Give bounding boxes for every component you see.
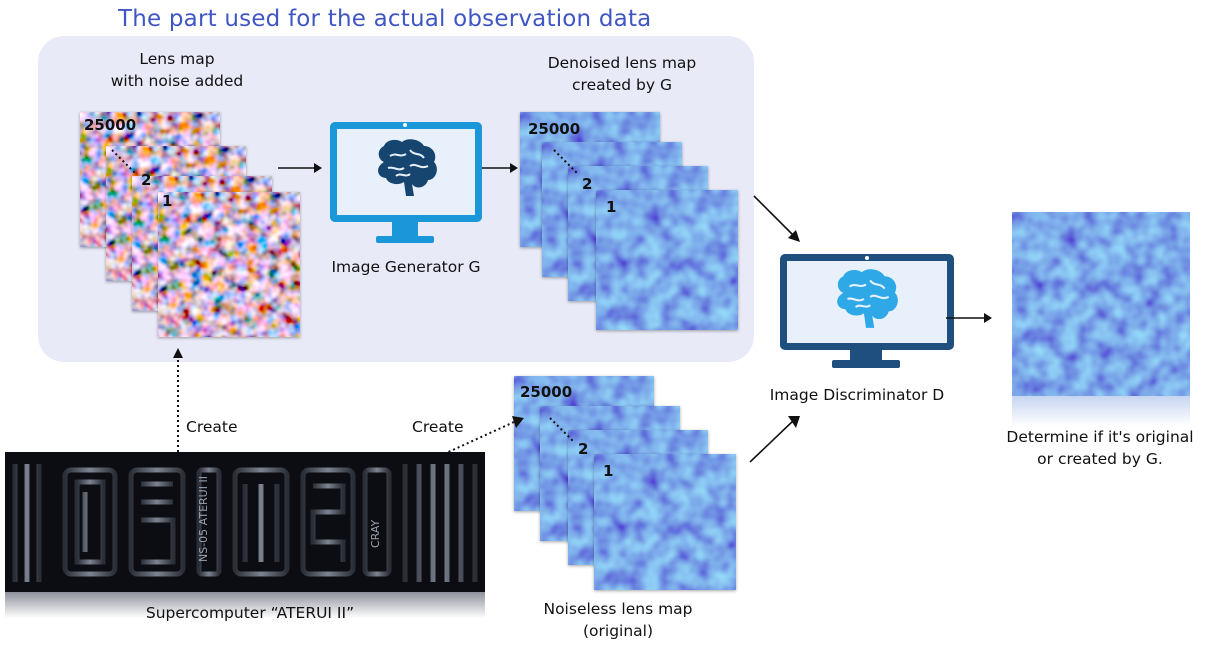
rack-label: CRAY bbox=[369, 519, 382, 548]
noisy-map-layer bbox=[158, 192, 300, 337]
supercomputer-reflection bbox=[5, 592, 485, 618]
noiseless-map-layer bbox=[594, 454, 736, 590]
rack-label: NS-05 ATERUI II bbox=[197, 476, 210, 562]
noiseless-num-top: 25000 bbox=[520, 383, 573, 401]
result-map bbox=[1012, 212, 1190, 396]
supercomputer-label: Supercomputer “ATERUI II” bbox=[145, 604, 355, 622]
supercomputer-image: NS-05 ATERUI II CRAY bbox=[5, 452, 485, 592]
noiseless-num-front: 1 bbox=[603, 462, 614, 480]
arrow-icon bbox=[946, 313, 992, 323]
create-label-left: Create bbox=[186, 418, 238, 436]
dotted-connector bbox=[111, 149, 137, 175]
brain-icon bbox=[837, 269, 898, 328]
arrow-icon bbox=[278, 163, 322, 173]
diagram-title: The part used for the actual observation… bbox=[118, 6, 652, 32]
noiseless-num-mid: 2 bbox=[578, 440, 589, 458]
noisy-num-front: 1 bbox=[162, 192, 173, 210]
dotted-connector bbox=[549, 417, 575, 443]
noisy-num-mid: 2 bbox=[141, 171, 152, 189]
noisy-map-label: Lens map with noise added bbox=[110, 50, 244, 90]
denoised-map-label: Denoised lens map created by G bbox=[547, 54, 697, 94]
arrow-icon bbox=[443, 416, 524, 455]
arrow-icon bbox=[749, 416, 800, 463]
dotted-connector bbox=[553, 149, 579, 175]
noisy-map-stack bbox=[80, 112, 300, 342]
result-map-reflection bbox=[1012, 396, 1190, 426]
brain-icon bbox=[378, 139, 437, 196]
result-label: Determine if it's original or created by… bbox=[1006, 428, 1194, 468]
discriminator-monitor bbox=[780, 254, 954, 374]
denoised-num-top: 25000 bbox=[528, 120, 581, 138]
noiseless-map-stack bbox=[514, 376, 738, 592]
denoised-num-mid: 2 bbox=[582, 175, 593, 193]
arrow-icon bbox=[753, 195, 800, 242]
create-label-right: Create bbox=[412, 418, 464, 436]
arrow-icon bbox=[482, 163, 518, 173]
generator-monitor bbox=[330, 122, 482, 247]
noisy-num-top: 25000 bbox=[84, 116, 137, 134]
noiseless-map-label: Noiseless lens map (original) bbox=[543, 600, 693, 640]
arrow-icon bbox=[173, 348, 183, 452]
denoised-num-front: 1 bbox=[606, 198, 617, 216]
discriminator-label: Image Discriminator D bbox=[769, 386, 945, 404]
denoised-map-stack bbox=[520, 112, 740, 332]
denoised-map-layer bbox=[596, 190, 738, 330]
generator-label: Image Generator G bbox=[331, 258, 481, 276]
